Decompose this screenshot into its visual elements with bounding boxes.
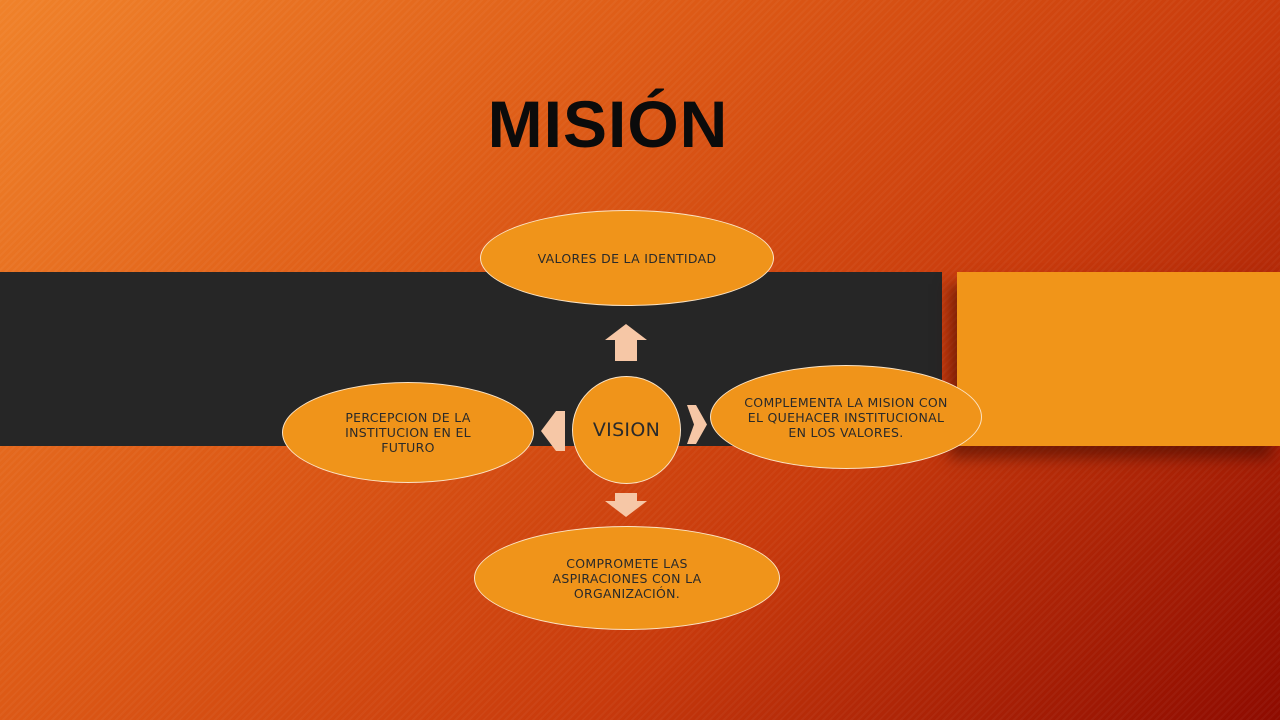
- arrow-right-icon: [687, 405, 707, 444]
- slide-title: MISIÓN: [487, 87, 729, 161]
- node-complementa-label: COMPLEMENTA LA MISION CON EL QUEHACER IN…: [744, 394, 948, 440]
- node-valores-label: VALORES DE LA IDENTIDAD: [537, 250, 717, 266]
- center-node-label: VISION: [592, 419, 661, 441]
- node-complementa: COMPLEMENTA LA MISION CON EL QUEHACER IN…: [710, 365, 982, 469]
- node-compromete: COMPROMETE LAS ASPIRACIONES CON LA ORGAN…: [474, 526, 780, 630]
- center-node-vision: VISION: [572, 376, 681, 484]
- orange-accent-block: [957, 272, 1280, 446]
- node-percepcion-label: PERCEPCION DE LA INSTITUCION EN EL FUTUR…: [345, 410, 471, 455]
- arrow-down-icon: [605, 493, 647, 517]
- node-compromete-label: COMPROMETE LAS ASPIRACIONES CON LA ORGAN…: [552, 555, 702, 601]
- node-valores: VALORES DE LA IDENTIDAD: [480, 210, 774, 306]
- arrow-left-icon: [541, 411, 565, 451]
- node-percepcion: PERCEPCION DE LA INSTITUCION EN EL FUTUR…: [282, 382, 534, 483]
- arrow-up-icon: [605, 324, 647, 361]
